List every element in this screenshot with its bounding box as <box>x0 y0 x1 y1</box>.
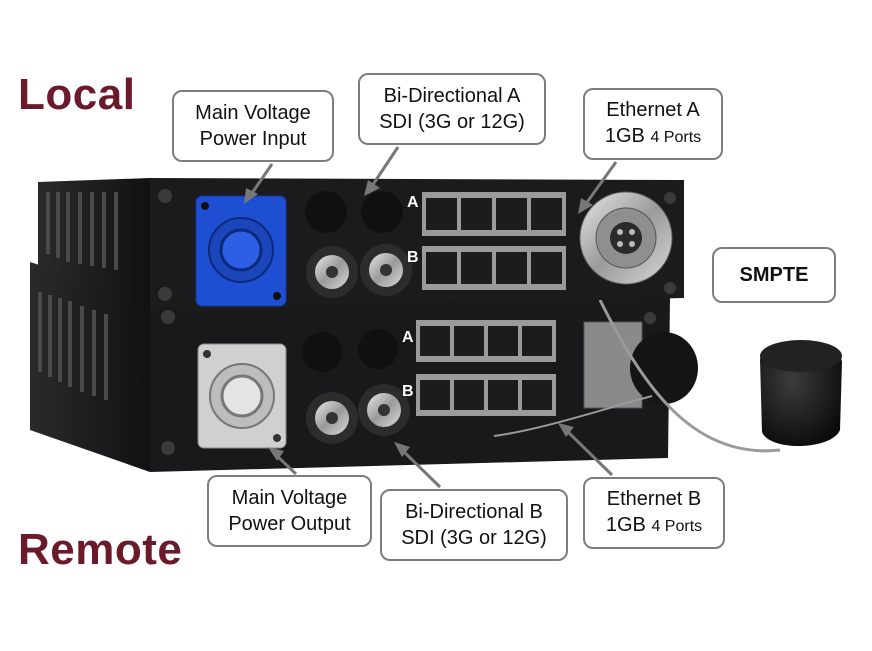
power-output-connector <box>197 343 287 449</box>
smpte-connector <box>579 191 673 285</box>
local-label: Local <box>18 70 136 119</box>
row-a-label-remote: A <box>402 329 414 346</box>
callout-line: Power Output <box>228 513 351 535</box>
callout-line: Main Voltage <box>231 487 348 509</box>
callout-line: Bi-Directional A <box>383 85 521 107</box>
callout-ethernet-a: Ethernet A 1GB 4 Ports <box>583 88 723 160</box>
callout-main-voltage-power-output: Main Voltage Power Output <box>207 475 372 547</box>
callout-line: 1GB 4 Ports <box>605 123 701 151</box>
callout-ports: 4 Ports <box>651 518 703 535</box>
callout-line: Bi-Directional B <box>405 501 543 523</box>
callout-ethernet-b: Ethernet B 1GB 4 Ports <box>583 477 725 549</box>
callout-sdi-b: Bi-Directional B SDI (3G or 12G) <box>380 489 568 561</box>
callout-line: SDI (3G or 12G) <box>379 111 525 133</box>
remote-label: Remote <box>18 525 183 574</box>
callout-ports: 4 Ports <box>650 129 702 146</box>
callout-line: Main Voltage <box>195 102 311 124</box>
callout-line: Ethernet B <box>606 488 702 510</box>
smpte-dust-cap <box>760 340 842 447</box>
bnc-connectors-remote <box>306 384 410 444</box>
power-input-connector <box>195 195 287 307</box>
callout-speed: 1GB <box>604 125 645 147</box>
ethernet-ports-local <box>422 192 566 290</box>
callout-line: 1GB 4 Ports <box>606 512 702 540</box>
callout-line: Power Input <box>199 128 307 150</box>
callout-speed: 1GB <box>605 514 646 536</box>
remote-unit: A B <box>30 262 781 472</box>
callout-pointers <box>244 146 618 489</box>
row-a-label-local: A <box>407 194 419 211</box>
callout-sdi-a: Bi-Directional A SDI (3G or 12G) <box>358 73 546 145</box>
local-unit: A B <box>38 178 684 310</box>
callout-main-voltage-power-input: Main Voltage Power Input <box>172 90 334 162</box>
callout-smpte: SMPTE <box>712 247 836 303</box>
ethernet-ports-remote <box>416 320 556 416</box>
row-b-label-local: B <box>407 249 419 266</box>
callout-line: Ethernet A <box>606 99 700 121</box>
row-b-label-remote: B <box>402 383 414 400</box>
callout-line: SMPTE <box>739 264 809 286</box>
callout-line: SDI (3G or 12G) <box>401 527 547 549</box>
bnc-connectors-local <box>306 244 412 298</box>
